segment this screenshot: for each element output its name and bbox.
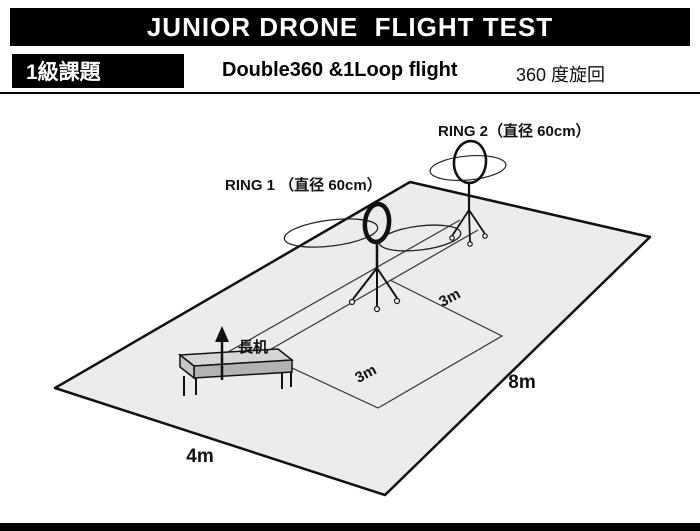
- ring-1: [362, 201, 392, 245]
- tripod-2-foot: [449, 235, 455, 241]
- table-label: 長机: [238, 338, 268, 356]
- loop-path-left: [283, 218, 379, 248]
- flight-corridor-line-right: [246, 229, 479, 364]
- tripod-1-leg: [376, 267, 398, 299]
- tripod-2-leg: [451, 209, 470, 237]
- ring-2-label: RING 2（直径 60cm）: [438, 122, 591, 140]
- tripod-1-foot: [348, 298, 356, 306]
- tripod-1-foot: [373, 305, 381, 313]
- title-bar: JUNIOR DRONE FLIGHT TEST: [10, 8, 690, 46]
- course-diagram: 長机: [0, 96, 700, 524]
- loop-path-ring2: [429, 154, 507, 182]
- takeoff-arrow-head: [215, 326, 229, 342]
- inner-course-lines: [261, 279, 504, 409]
- tripod-2-leg: [468, 209, 471, 243]
- tripod-2: [449, 184, 488, 247]
- task-title: Double360 &1Loop flight: [222, 59, 458, 81]
- tripod-2-foot: [482, 233, 488, 239]
- tripod-1-foot: [393, 297, 401, 305]
- tripod-1: [348, 240, 401, 313]
- bench-side: [179, 353, 195, 380]
- subheader-row: 1級課題 Double360 &1Loop flight 360 度旋回: [0, 54, 700, 94]
- flight-corridor-line-left: [227, 219, 461, 353]
- bench: [177, 348, 295, 396]
- page-title: JUNIOR DRONE FLIGHT TEST: [146, 11, 554, 42]
- ring-1-label: RING 1 （直径 60cm）: [225, 176, 382, 194]
- ring-2: [452, 139, 488, 185]
- dimension-8m: 8m: [508, 372, 535, 393]
- tripod-2-leg: [468, 209, 486, 235]
- takeoff-arrow: [215, 326, 229, 380]
- course-diagram-svg: 長机: [53, 122, 652, 497]
- tripod-2-foot: [467, 241, 473, 247]
- level-badge: 1級課題: [12, 54, 184, 88]
- field-outline: [53, 180, 652, 497]
- bottom-frame-bar: [0, 523, 700, 531]
- tripod-1-leg: [352, 267, 378, 300]
- dimension-4m: 4m: [186, 446, 213, 467]
- task-note: 360 度旋回: [516, 65, 606, 85]
